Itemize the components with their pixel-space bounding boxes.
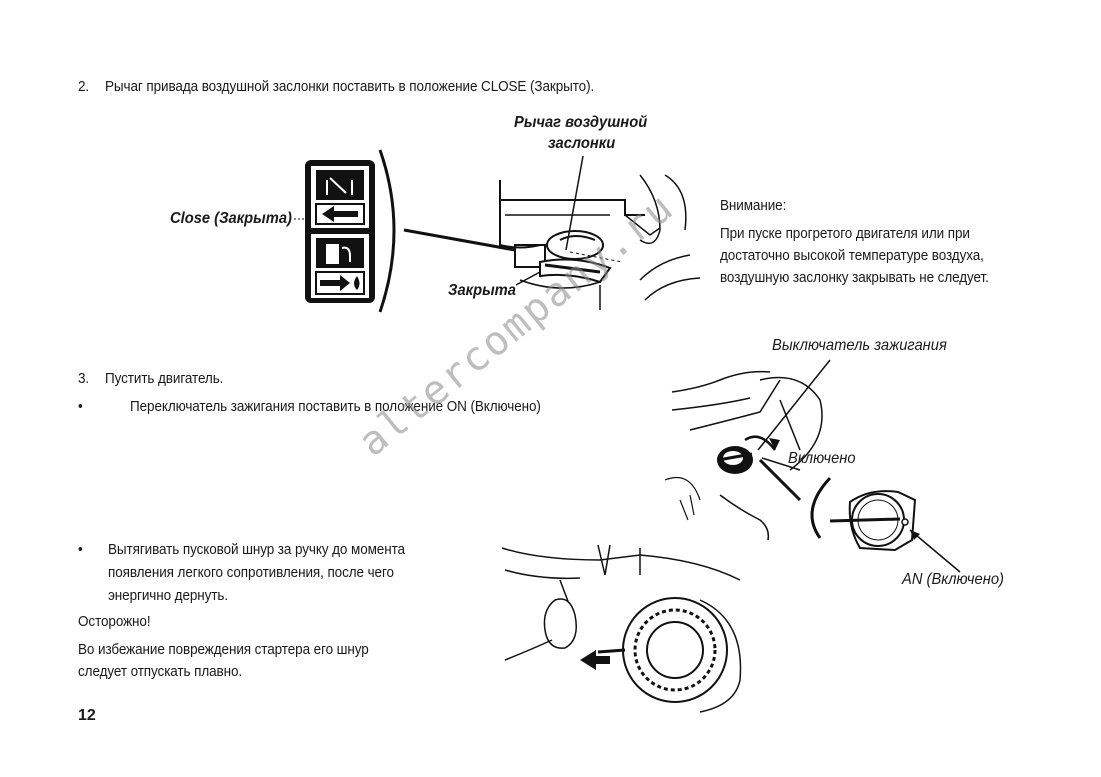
attention-line-1: При пуске прогретого двигателя или при [720,225,970,242]
step-3-number: 3. [78,370,90,387]
close-label: Close (Закрыта) [170,210,292,227]
choke-lever-label-line2: заслонки [548,135,616,152]
bullet-pull-line-1: Вытягивать пусковой шнур за ручку до мом… [108,541,405,558]
attention-line-3: воздушную заслонку закрывать не следует. [720,269,989,286]
bullet-pull-marker: • [78,541,83,558]
step-2: 2. Рычаг привада воздушной заслонки поста… [78,76,594,98]
page-number: 12 [78,707,96,724]
choke-lever-label-line1: Рычаг воздушной [514,114,648,131]
caution-heading: Осторожно! [78,613,151,630]
caution-line-1: Во избежание повреждения стартера его шн… [78,641,369,658]
caution-line-2: следует отпускать плавно. [78,663,243,680]
step-2-text: Рычаг привада воздушной заслонки постави… [105,78,595,95]
ignition-on-label: Включено [788,450,856,467]
bullet-ignition-marker: • [78,398,83,415]
step-3-text: Пустить двигатель. [105,370,224,387]
attention-heading: Внимание: [720,197,787,214]
bullet-pull-line-2: появления легкого сопротивления, после ч… [108,564,394,581]
closed-label: Закрыта [448,282,516,299]
bullet-ignition-text: Переключатель зажигания поставить в поло… [130,398,541,415]
attention-line-2: достаточно высокой температуре воздуха, [720,247,984,264]
bullet-pull-line-3: энергично дернуть. [108,587,229,604]
step-2-number: 2. [78,78,90,95]
ignition-switch-label: Выключатель зажигания [772,337,947,354]
step-3: 3. Пустить двигатель. [78,368,223,390]
an-on-label: AN (Включено) [902,571,1004,588]
